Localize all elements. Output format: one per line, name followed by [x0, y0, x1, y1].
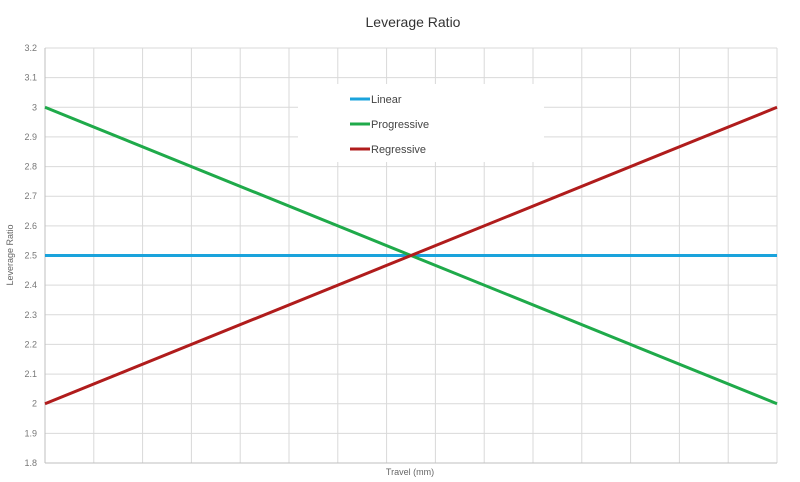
legend	[298, 84, 544, 162]
legend-label-regressive: Regressive	[371, 144, 426, 156]
y-tick-label: 2.6	[24, 221, 37, 231]
y-tick-label: 2.7	[24, 191, 37, 201]
y-tick-label: 3	[32, 102, 37, 112]
y-tick-label: 3.1	[24, 73, 37, 83]
y-tick-label: 1.9	[24, 428, 37, 438]
legend-label-linear: Linear	[371, 94, 402, 106]
y-tick-label: 2.8	[24, 162, 37, 172]
y-tick-label: 2.1	[24, 369, 37, 379]
y-tick-labels: 1.8 1.9 2 2.1 2.2 2.3 2.4 2.5 2.6 2.7 2.8 2.9 3 3.1 3.…	[24, 43, 37, 468]
y-tick-label: 2.3	[24, 310, 37, 320]
series-line-regressive	[44, 105, 778, 406]
y-tick-label: 2.9	[24, 132, 37, 142]
y-tick-label: 2.4	[24, 280, 37, 290]
chart-title: Leverage Ratio	[366, 14, 461, 30]
y-tick-label: 3.2	[24, 43, 37, 53]
series-lines	[44, 105, 778, 406]
y-tick-label: 2.5	[24, 251, 37, 261]
y-tick-label: 1.8	[24, 458, 37, 468]
y-axis-label: Leverage Ratio	[5, 224, 15, 285]
legend-label-progressive: Progressive	[371, 119, 429, 131]
y-tick-label: 2	[32, 399, 37, 409]
y-tick-label: 2.2	[24, 339, 37, 349]
x-axis-label: Travel (mm)	[386, 467, 434, 477]
